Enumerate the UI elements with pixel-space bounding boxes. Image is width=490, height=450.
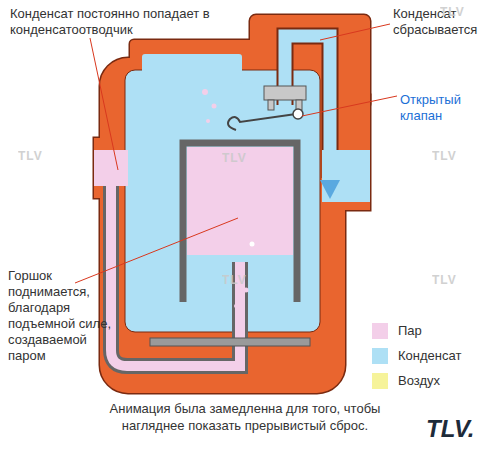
legend-swatch [372, 373, 388, 389]
lever-pivot [293, 109, 303, 119]
valve-seat [264, 86, 306, 100]
main-chamber [125, 70, 320, 332]
callout-text: Горшок поднимается, благодаря подъемной … [8, 268, 120, 364]
body-outline [94, 15, 370, 393]
callout-text: Конденсат постоянно попадает в конденсат… [10, 6, 225, 38]
flow-arrow [320, 180, 340, 199]
body-casting [94, 15, 370, 393]
caption: Анимация была замедленна для того, чтобы… [85, 400, 405, 434]
legend-entry: Конденсат [372, 347, 461, 365]
leader-line [302, 96, 397, 116]
callout-text: Открытый клапан [400, 92, 480, 124]
watermark: TLV [222, 150, 267, 166]
steam-bubble [250, 242, 255, 247]
watermark: TLV [432, 148, 477, 164]
legend-label: Конденсат [398, 348, 461, 364]
legend-label: Воздух [398, 373, 440, 389]
valve-lever [228, 114, 296, 130]
legend-swatch [372, 348, 388, 364]
legend-swatch [372, 323, 388, 339]
leader-line [320, 24, 390, 40]
bucket-steam [187, 147, 293, 255]
strainer [150, 338, 310, 346]
steam-bubble [234, 304, 238, 308]
valve-leg [268, 100, 274, 110]
watermark: TLV [440, 4, 485, 20]
leader-line [90, 38, 118, 170]
steam-bubble [206, 119, 210, 123]
steam-bubble [244, 288, 249, 293]
inverted-bucket [183, 143, 297, 302]
brand-logo: TLV. [426, 416, 488, 442]
watermark: TLV [18, 148, 63, 164]
watermark: TLV [222, 272, 267, 288]
legend-entry: Пар [372, 322, 422, 340]
watermark: TLV [432, 272, 477, 288]
steam-bubble [202, 89, 208, 95]
chamber-dome [142, 54, 242, 84]
leader-line [75, 218, 238, 283]
legend-label: Пар [398, 323, 422, 339]
steam-bubble [212, 104, 217, 109]
legend-entry: Воздух [372, 372, 440, 390]
